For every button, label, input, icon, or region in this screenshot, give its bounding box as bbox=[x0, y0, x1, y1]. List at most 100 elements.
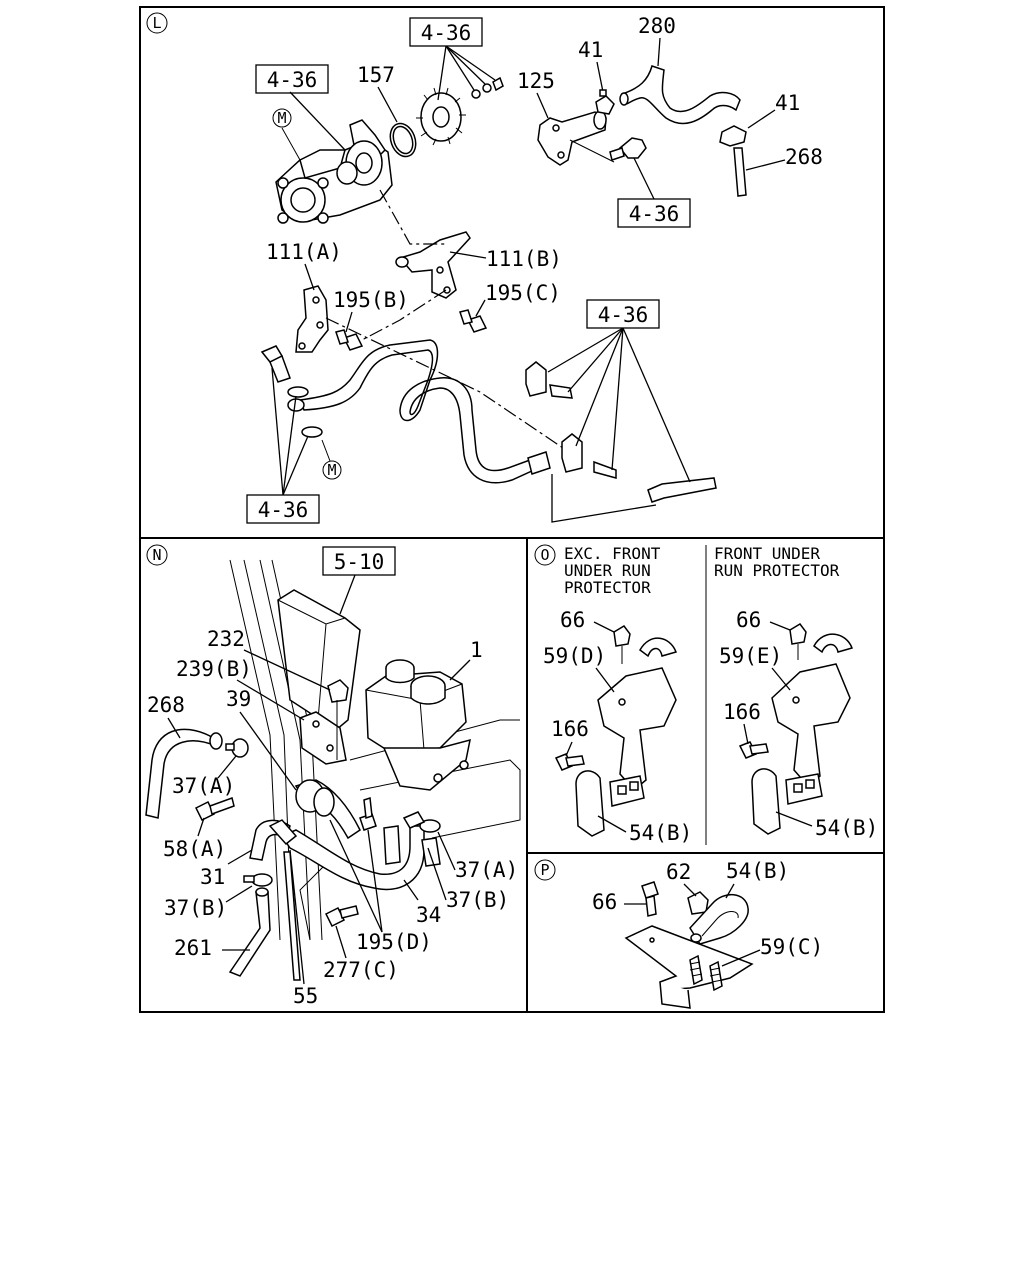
note-exc-front-line3: PROTECTOR bbox=[564, 578, 651, 597]
hose-clamp-top bbox=[595, 89, 615, 115]
label-41-top: 41 bbox=[578, 38, 603, 62]
label-54b-o-right: 54(B) bbox=[815, 816, 878, 840]
ref-box-pipe bbox=[617, 198, 691, 228]
hose-268-n bbox=[145, 728, 223, 819]
bracket-59e-assembly bbox=[738, 623, 853, 835]
ref-box-510 bbox=[322, 546, 396, 576]
ref-label-pump: 4-36 bbox=[267, 68, 318, 92]
ref-label-pipe: 4-36 bbox=[629, 202, 680, 226]
bolt-195d bbox=[359, 796, 377, 831]
label-31: 31 bbox=[200, 865, 225, 889]
note-front-under-line2: RUN PROTECTOR bbox=[714, 561, 840, 580]
note-exc-front-line1: EXC. FRONT bbox=[564, 544, 661, 563]
clamp-55 bbox=[268, 819, 301, 981]
pipe-clamp-upper bbox=[525, 361, 573, 399]
bracket-59d-assembly bbox=[554, 625, 677, 837]
label-62: 62 bbox=[666, 860, 691, 884]
label-280: 280 bbox=[638, 14, 676, 38]
label-195b: 195(B) bbox=[333, 288, 409, 312]
label-37b-right: 37(B) bbox=[446, 888, 509, 912]
bolt-277c bbox=[324, 905, 359, 928]
marker-m-lower-label: M bbox=[327, 461, 336, 479]
marker-m-pump bbox=[272, 108, 292, 128]
label-232: 232 bbox=[207, 627, 245, 651]
label-261: 261 bbox=[174, 936, 212, 960]
label-59e: 59(E) bbox=[719, 644, 782, 668]
section-l: L 4-36 4-36 4-36 4-36 4-36 M bbox=[146, 12, 823, 524]
bracket-111b bbox=[395, 231, 471, 299]
hose-34 bbox=[280, 779, 425, 890]
bracket-111a bbox=[295, 285, 329, 353]
pipe-bolt bbox=[609, 137, 647, 161]
drive-gear bbox=[416, 76, 504, 146]
bolt-195b bbox=[335, 329, 364, 351]
pressure-pipe bbox=[287, 339, 551, 484]
pipe-clamp-lower bbox=[561, 433, 617, 479]
bolt-66-p bbox=[641, 881, 659, 917]
label-39: 39 bbox=[226, 687, 251, 711]
label-59d: 59(D) bbox=[543, 644, 606, 668]
note-front-under-line1: FRONT UNDER bbox=[714, 544, 820, 563]
hose-261 bbox=[228, 887, 271, 977]
return-pipe-end bbox=[647, 477, 717, 503]
label-111b: 111(B) bbox=[486, 247, 562, 271]
label-1: 1 bbox=[470, 638, 483, 662]
label-37a-left: 37(A) bbox=[172, 774, 235, 798]
label-125: 125 bbox=[517, 69, 555, 93]
ref-box-pump bbox=[255, 64, 329, 94]
label-268-top: 268 bbox=[785, 145, 823, 169]
clamp-37a-left bbox=[225, 738, 249, 758]
section-p-tag-circle bbox=[534, 859, 556, 881]
section-n-tag: N bbox=[152, 546, 161, 564]
washer-b bbox=[301, 426, 323, 438]
section-p: P 59(C) 66 62 54(B) bbox=[534, 859, 823, 1009]
note-exc-front-line2: UNDER RUN bbox=[564, 561, 651, 580]
label-157: 157 bbox=[357, 63, 395, 87]
bolt-195c bbox=[459, 309, 488, 333]
label-54b-p: 54(B) bbox=[726, 859, 789, 883]
washer-a bbox=[287, 386, 309, 398]
bracket-239b bbox=[299, 711, 347, 765]
label-34: 34 bbox=[416, 903, 441, 927]
label-55: 55 bbox=[293, 984, 318, 1008]
union-bolt-left bbox=[260, 345, 291, 383]
label-41-right: 41 bbox=[775, 91, 800, 115]
label-277c: 277(C) bbox=[323, 958, 399, 982]
label-195d: 195(D) bbox=[356, 930, 432, 954]
ref-label-gear: 4-36 bbox=[421, 21, 472, 45]
section-o: O EXC. FRONT UNDER RUN PROTECTOR FRONT U… bbox=[534, 544, 878, 845]
ref-label-clamps: 4-36 bbox=[598, 303, 649, 327]
section-n: N 5-10 1 bbox=[145, 544, 521, 1008]
label-166-o-right: 166 bbox=[723, 700, 761, 724]
ref-box-lower bbox=[246, 494, 320, 524]
label-268-n: 268 bbox=[147, 693, 185, 717]
label-239b: 239(B) bbox=[176, 657, 252, 681]
label-58a: 58(A) bbox=[163, 837, 226, 861]
nut-62 bbox=[687, 891, 709, 915]
diagram-frame bbox=[139, 6, 885, 1013]
label-59c: 59(C) bbox=[760, 935, 823, 959]
clamp-37b-left bbox=[243, 873, 273, 887]
plate-59c bbox=[624, 925, 754, 1009]
ref-box-clamps bbox=[586, 299, 660, 329]
hose-280 bbox=[619, 65, 741, 125]
label-37b-left: 37(B) bbox=[164, 896, 227, 920]
label-66-o-right: 66 bbox=[736, 608, 761, 632]
label-166-o-left: 166 bbox=[551, 717, 589, 741]
label-111a: 111(A) bbox=[266, 240, 342, 264]
label-54b-o-left: 54(B) bbox=[629, 821, 692, 845]
marker-m-pump-label: M bbox=[277, 109, 286, 127]
section-o-tag: O bbox=[540, 546, 549, 564]
marker-m-lower bbox=[322, 460, 342, 480]
section-o-tag-circle bbox=[534, 544, 556, 566]
label-66-p: 66 bbox=[592, 890, 617, 914]
ref-label-lower: 4-36 bbox=[258, 498, 309, 522]
hose-268 bbox=[733, 147, 747, 197]
section-l-tag-circle bbox=[146, 12, 168, 34]
label-37a-right: 37(A) bbox=[455, 858, 518, 882]
label-195c: 195(C) bbox=[485, 281, 561, 305]
power-steering-pump bbox=[275, 119, 393, 224]
ref-box-gear bbox=[409, 17, 483, 47]
nut-232 bbox=[327, 679, 349, 703]
